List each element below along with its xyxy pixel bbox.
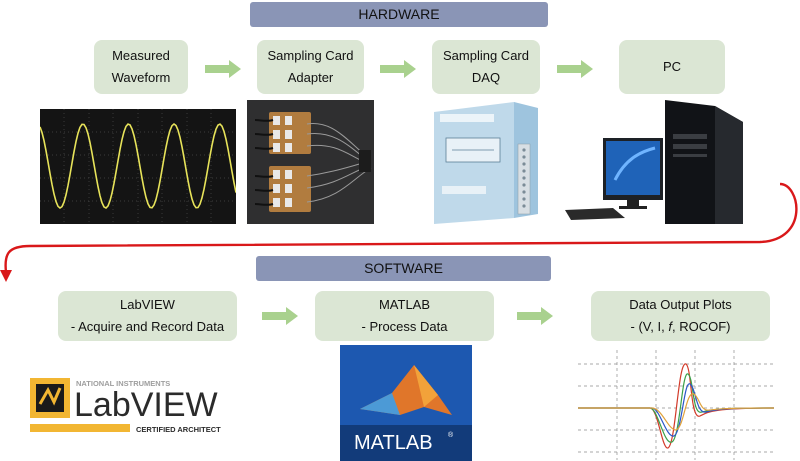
labview-cert-text: CERTIFIED ARCHITECT — [136, 425, 221, 434]
plots-box-subtitle: - (V, I, f, ROCOF) — [630, 319, 731, 334]
daq-module-image — [432, 100, 542, 224]
pc-image — [565, 100, 745, 224]
matlab-box-title: MATLAB — [378, 297, 431, 312]
labview-name-text: LabVIEW — [74, 386, 218, 424]
matlab-box: MATLAB - Process Data — [315, 291, 494, 341]
connector-arrow-icon — [0, 182, 798, 282]
arrow-right-icon — [205, 60, 241, 78]
sampling-card-adapter-image — [247, 100, 374, 224]
arrow-right-icon — [557, 60, 593, 78]
plots-box-title: Data Output Plots — [629, 297, 732, 312]
hardware-banner: HARDWARE — [250, 2, 548, 27]
labview-box-subtitle: - Acquire and Record Data — [70, 319, 225, 334]
labview-logo: NATIONAL INSTRUMENTS LabVIEW CERTIFIED A… — [28, 376, 250, 438]
software-banner: SOFTWARE — [256, 256, 551, 281]
arrow-right-icon — [380, 60, 416, 78]
pc-box: PC — [619, 40, 725, 94]
arrow-right-icon — [517, 307, 553, 325]
labview-box-title: LabVIEW — [120, 297, 175, 312]
labview-box: LabVIEW - Acquire and Record Data — [58, 291, 237, 341]
data-output-plot-image — [578, 350, 774, 460]
matlab-box-subtitle: - Process Data — [361, 319, 448, 334]
sampling-card-daq-box: Sampling Card DAQ — [432, 40, 540, 94]
arrow-right-icon — [262, 307, 298, 325]
sampling-card-adapter-box: Sampling Card Adapter — [257, 40, 364, 94]
matlab-reg-text: ® — [448, 431, 454, 439]
matlab-logo: MATLAB ® — [340, 345, 472, 461]
oscilloscope-waveform-image — [40, 109, 236, 224]
data-output-plots-box: Data Output Plots - (V, I, f, ROCOF) — [591, 291, 770, 341]
matlab-name-text: MATLAB — [354, 432, 433, 454]
labview-company-text: NATIONAL INSTRUMENTS — [76, 379, 170, 388]
measured-waveform-box: Measured Waveform — [94, 40, 188, 94]
